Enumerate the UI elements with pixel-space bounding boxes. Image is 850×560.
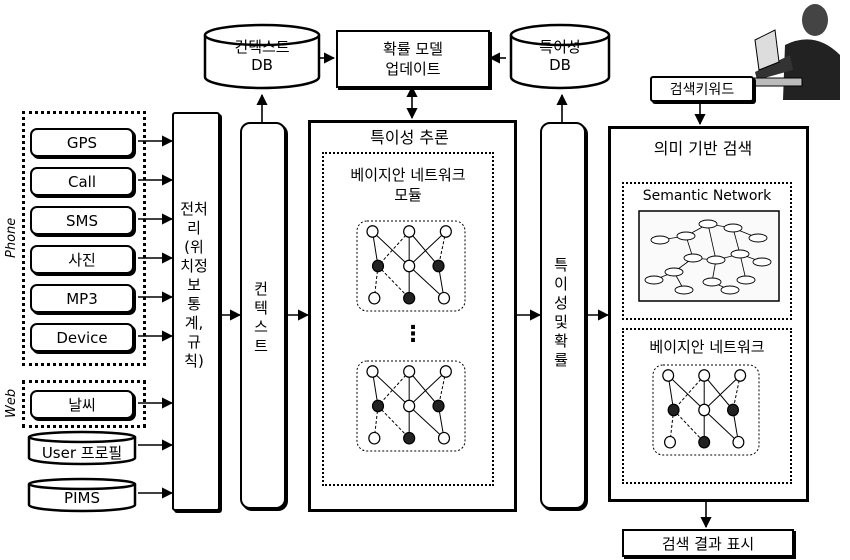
gps-source-box: GPS [30, 128, 134, 157]
context-db-line1: 컨텍스트 [234, 38, 290, 56]
model-update-line2: 업데이트 [385, 60, 441, 78]
model-update-box: 확률 모델 업데이트 [336, 30, 490, 88]
call-source-box: Call [30, 167, 134, 196]
phone-label: Phone [4, 217, 19, 258]
phone-source-group [22, 111, 146, 366]
bayesian-network-graph-2-icon [356, 360, 466, 452]
semantic-search-title: 의미 기반 검색 [653, 139, 753, 158]
bn-module-group [322, 152, 494, 486]
bn-module-line1: 베이지안 네트워크 [350, 166, 466, 184]
context-db-cylinder-icon [203, 23, 321, 90]
bn-module-line2: 모듈 [394, 186, 422, 204]
ellipsis-marker: ⋮ [402, 322, 424, 347]
context-column [240, 122, 286, 509]
specificity-db-line2: DB [549, 56, 571, 74]
user-profile-db-label: User 프로필 [41, 444, 123, 462]
semantic-network-group [622, 182, 792, 320]
specificity-probability-label: 특이성 및 확률 [554, 256, 568, 369]
mp3-source-box: MP3 [30, 284, 134, 313]
semantic-network-title: Semantic Network [642, 188, 772, 204]
pims-db-cylinder-icon [27, 477, 137, 513]
context-label: 컨텍스트 [254, 280, 268, 355]
context-db-line2: DB [251, 56, 273, 74]
context-db-title: 컨텍스트 DB [202, 38, 322, 74]
photo-source-box: 사진 [30, 245, 134, 274]
preprocess-label: 전처리 (위치정보 통계, 규칙) [180, 200, 208, 370]
user-profile-db-cylinder-icon [27, 430, 137, 466]
specificity-db-cylinder-icon [509, 23, 611, 90]
specificity-db-title: 특이성 DB [508, 38, 612, 74]
search-result-box: 검색 결과 표시 [622, 529, 794, 557]
web-source-group [22, 380, 146, 428]
inference-title: 특이성 추론 [370, 128, 449, 147]
pims-db-label: PIMS [64, 489, 100, 507]
bayesian-network-graph-3-icon [652, 364, 760, 456]
model-update-line1: 확률 모델 [383, 40, 443, 58]
preprocess-column [172, 112, 220, 511]
device-source-box: Device [30, 323, 134, 352]
user-at-computer-icon [746, 4, 840, 100]
bn-module-title: 베이지안 네트워크 모듈 [322, 165, 494, 205]
web-label: Web [4, 388, 19, 418]
weather-source-box: 날씨 [30, 390, 134, 419]
bayesian-network-title: 베이지안 네트워크 [649, 338, 765, 356]
specificity-db-line1: 특이성 [539, 38, 581, 56]
specificity-probability-column [540, 122, 586, 509]
sms-source-box: SMS [30, 206, 134, 235]
bayesian-network-graph-1-icon [356, 220, 466, 312]
bayesian-network-group [622, 328, 792, 484]
semantic-network-graph-icon [638, 210, 780, 302]
search-keyword-box: 검색키워드 [650, 76, 754, 102]
